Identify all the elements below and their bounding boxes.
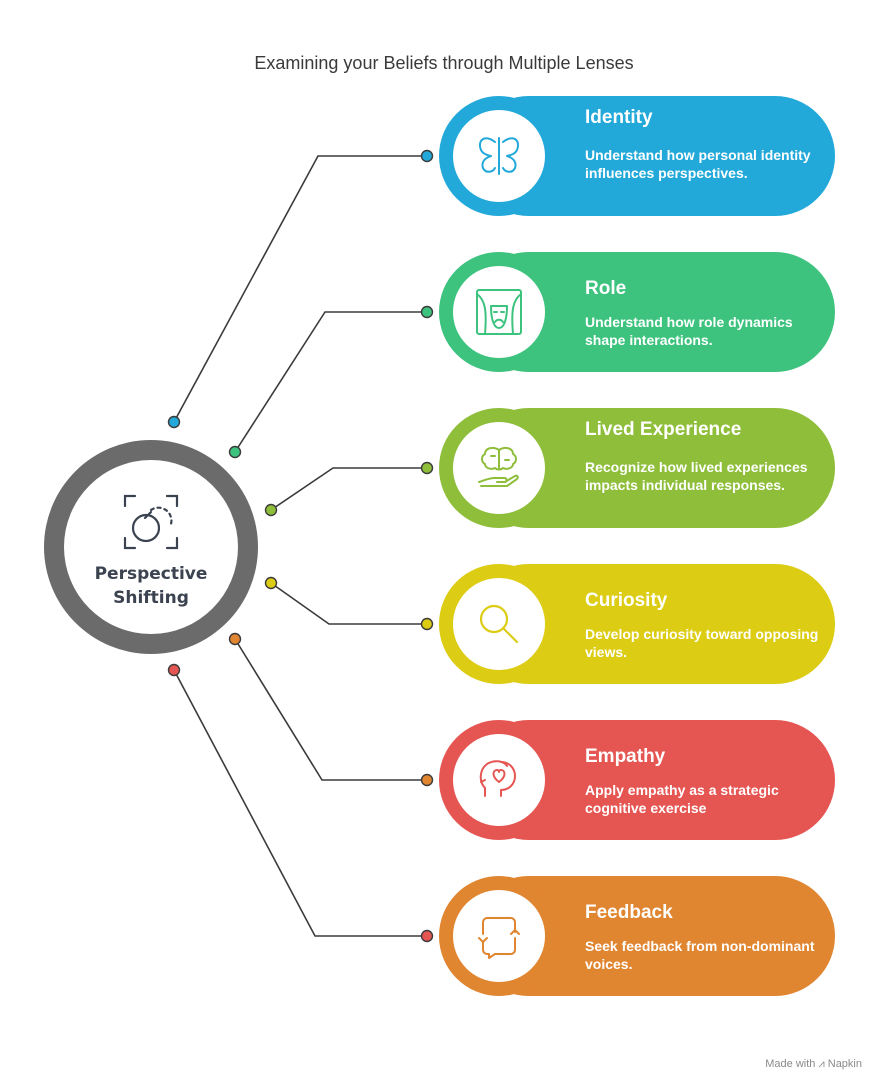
card-title: Identity — [585, 107, 653, 128]
perspective-icon — [123, 494, 179, 550]
card-empathy: Empathy Apply empathy as a strategic cog… — [439, 720, 835, 840]
card-title: Role — [585, 278, 627, 299]
card-feedback: Feedback Seek feedback from non-dominant… — [439, 876, 835, 996]
connector-dot-role-start — [228, 445, 242, 459]
card-role: Role Understand how role dynamics shape … — [439, 252, 835, 372]
credit-brand: Napkin — [827, 1058, 862, 1070]
card-description: Develop curiosity toward opposing views. — [585, 626, 819, 660]
connector-dot-feedback-start — [167, 663, 181, 677]
card-title: Empathy — [585, 746, 666, 767]
brain-hand-icon — [478, 446, 519, 487]
connector-dot-curiosity-start — [264, 576, 278, 590]
connector-role — [234, 311, 427, 453]
connector-lived-experience — [270, 467, 427, 511]
card-title: Curiosity — [585, 590, 668, 611]
card-description: Apply empathy as a strategic cognitive e… — [585, 782, 779, 816]
connector-dot-lived-end — [420, 461, 434, 475]
connector-identity — [173, 155, 427, 423]
card-icon-ring — [439, 876, 559, 996]
napkin-logo-icon: ⩘ — [818, 1058, 825, 1070]
hub-label-line1: Perspective — [94, 564, 208, 584]
hub-label-line2: Shifting — [113, 588, 189, 608]
theater-mask-icon — [476, 289, 522, 335]
connector-dot-role-end — [420, 305, 434, 319]
connector-feedback — [173, 669, 427, 937]
connector-dot-empathy-start — [228, 632, 242, 646]
card-icon-bg — [453, 734, 545, 826]
card-icon-bg — [453, 422, 545, 514]
head-heart-icon — [479, 760, 516, 797]
hub-center: Perspective Shifting — [64, 460, 238, 634]
card-identity: Identity Understand how personal identit… — [439, 96, 835, 216]
card-icon-ring — [439, 408, 559, 528]
connector-dot-empathy-end — [420, 773, 434, 787]
made-with-credit[interactable]: Made with ⩘ Napkin — [765, 1058, 862, 1071]
magnifier-icon — [479, 604, 519, 644]
card-description: Seek feedback from non-dominant voices. — [585, 938, 815, 972]
card-icon-ring — [439, 564, 559, 684]
card-icon-ring — [439, 720, 559, 840]
card-title: Feedback — [585, 902, 673, 923]
diagram-title: Examining your Beliefs through Multiple … — [254, 53, 634, 73]
connector-dot-feedback-end — [420, 929, 434, 943]
card-icon-ring — [439, 96, 559, 216]
connector-empathy — [234, 638, 427, 781]
feedback-arrows-icon — [478, 917, 520, 959]
card-lived-experience: Lived Experience Recognize how lived exp… — [439, 408, 835, 528]
card-description: Understand how personal identity influen… — [585, 147, 811, 181]
card-icon-ring — [439, 252, 559, 372]
card-icon-bg — [453, 890, 545, 982]
card-description: Recognize how lived experiences impacts … — [585, 459, 808, 493]
card-description: Understand how role dynamics shape inter… — [585, 314, 793, 348]
credit-text: Made with — [765, 1058, 816, 1070]
connector-dot-identity-start — [167, 415, 181, 429]
card-title: Lived Experience — [585, 419, 742, 440]
card-curiosity: Curiosity Develop curiosity toward oppos… — [439, 564, 835, 684]
connector-curiosity — [270, 582, 427, 625]
hub-label: Perspective Shifting — [64, 562, 238, 610]
card-icon-bg — [453, 266, 545, 358]
card-icon-bg — [453, 110, 545, 202]
connector-dot-identity-end — [420, 149, 434, 163]
butterfly-icon — [479, 137, 519, 175]
connector-dot-lived-start — [264, 503, 278, 517]
hub-ring: Perspective Shifting — [44, 440, 258, 654]
connector-dot-curiosity-end — [420, 617, 434, 631]
card-icon-bg — [453, 578, 545, 670]
